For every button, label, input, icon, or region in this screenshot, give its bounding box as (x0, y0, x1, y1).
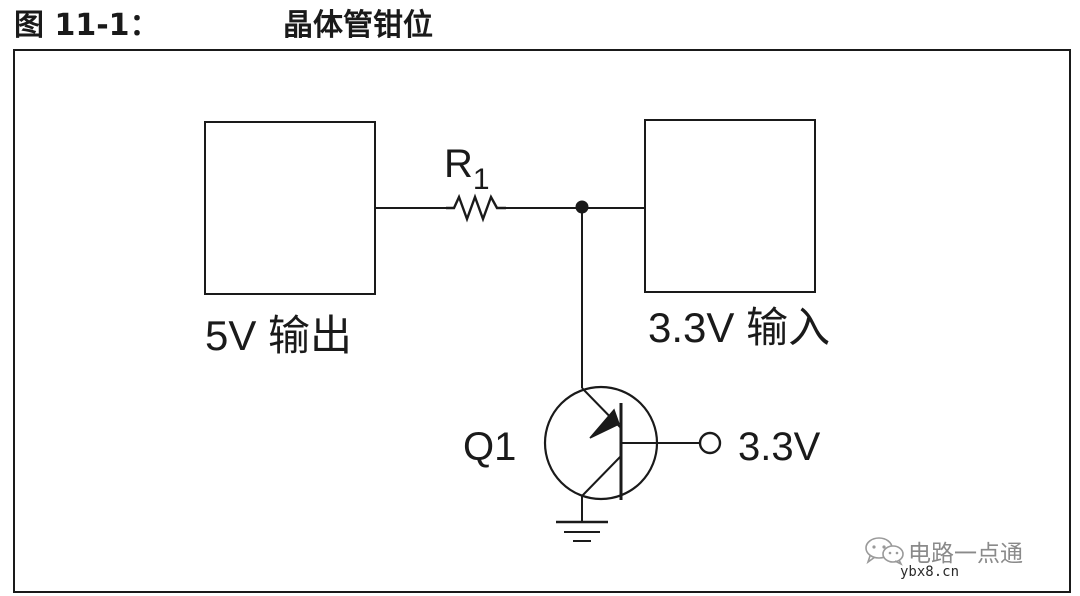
source-block-label: 5V 输出 (205, 312, 352, 359)
resistor-label-main: R (444, 142, 473, 186)
target-block (644, 119, 816, 293)
reference-terminal (698, 431, 722, 455)
transistor-q1 (543, 385, 700, 501)
transistor-emitter-arrow (589, 408, 620, 439)
figure-frame (13, 49, 1071, 593)
watermark: 电路一点通 ybx8.cn (864, 530, 1064, 590)
ground-icon (556, 520, 608, 542)
reference-voltage-label: 3.3V (738, 425, 821, 469)
resistor-r1 (446, 193, 506, 223)
watermark-site: ybx8.cn (900, 564, 960, 580)
resistor-label-subscript: 1 (473, 163, 490, 196)
figure-label: 图 11-1： (14, 8, 160, 43)
source-block (204, 121, 376, 295)
figure-title: 晶体管钳位 (283, 8, 433, 43)
resistor-label: R1 (444, 142, 490, 196)
wechat-icon (865, 537, 904, 566)
transistor-collector-lead (581, 455, 622, 497)
target-block-label: 3.3V 输入 (648, 304, 830, 351)
transistor-label: Q1 (463, 425, 516, 469)
watermark-name: 电路一点通 (908, 541, 1023, 567)
